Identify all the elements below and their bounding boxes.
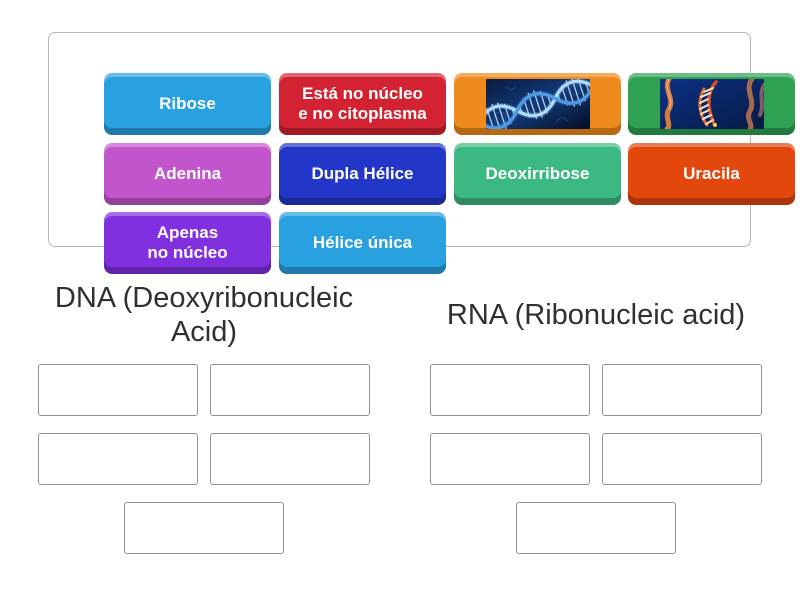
tile-dna-image[interactable] [454, 73, 621, 135]
tile-apenas-no-nucleo[interactable]: Apenas no núcleo [104, 212, 271, 274]
tile-tray: Ribose Está no núcleo e no citoplasma [48, 32, 795, 274]
tile-label: Adenina [153, 164, 222, 183]
tile-label: Apenas no núcleo [147, 223, 228, 262]
rna-strand-photo [659, 79, 764, 129]
dna-slot-3[interactable] [38, 433, 198, 485]
dna-double-helix-photo [485, 79, 590, 129]
dna-slot-row-2 [20, 433, 388, 485]
group-rna-title: RNA (Ribonucleic acid) [446, 299, 746, 331]
group-dna-title: DNA (Deoxyribonucleic Acid) [54, 282, 354, 348]
group-rna: RNA (Ribonucleic acid) [412, 278, 780, 571]
rna-slot-1[interactable] [430, 364, 590, 416]
dna-slot-2[interactable] [210, 364, 370, 416]
dna-slot-1[interactable] [38, 364, 198, 416]
tile-ribose[interactable]: Ribose [104, 73, 271, 135]
tile-label: Hélice única [312, 233, 413, 252]
tile-rna-image[interactable] [628, 73, 795, 135]
rna-slot-row-3 [412, 502, 780, 554]
dna-slot-row-3 [20, 502, 388, 554]
tile-label: Uracila [683, 164, 740, 183]
tile-label: Ribose [159, 94, 216, 113]
tile-esta-no-nucleo[interactable]: Está no núcleo e no citoplasma [279, 73, 446, 135]
rna-slot-row-2 [412, 433, 780, 485]
tile-label: Dupla Hélice [311, 164, 414, 183]
tile-uracila[interactable]: Uracila [628, 143, 795, 205]
rna-slot-2[interactable] [602, 364, 762, 416]
rna-slot-row-1 [412, 364, 780, 416]
dna-slot-5[interactable] [124, 502, 284, 554]
dna-slot-row-1 [20, 364, 388, 416]
rna-slot-5[interactable] [516, 502, 676, 554]
tile-label: Deoxirribose [485, 164, 590, 183]
dna-slot-4[interactable] [210, 433, 370, 485]
rna-slot-4[interactable] [602, 433, 762, 485]
tile-label: Está no núcleo e no citoplasma [298, 84, 427, 123]
rna-slot-3[interactable] [430, 433, 590, 485]
tile-deoxirribose[interactable]: Deoxirribose [454, 143, 621, 205]
group-dna: DNA (Deoxyribonucleic Acid) [20, 278, 388, 571]
tile-helice-unica[interactable]: Hélice única [279, 212, 446, 274]
tile-adenina[interactable]: Adenina [104, 143, 271, 205]
tile-dupla-helice[interactable]: Dupla Hélice [279, 143, 446, 205]
